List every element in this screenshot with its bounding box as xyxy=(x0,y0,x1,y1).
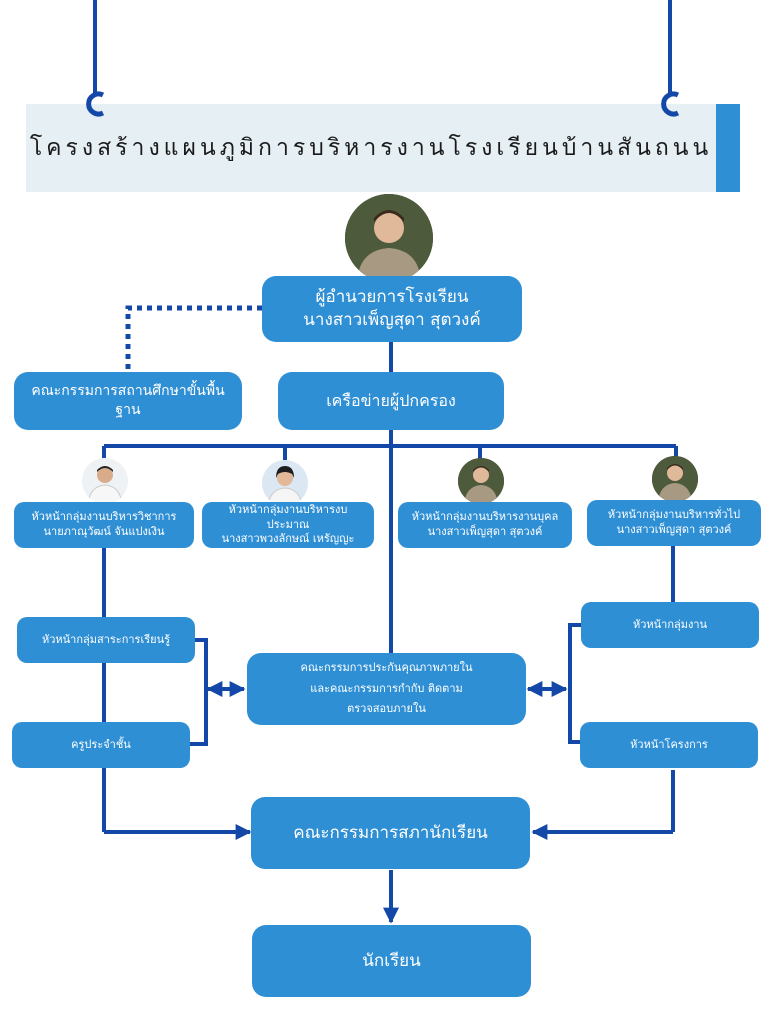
banner-hook-right-icon xyxy=(661,91,680,117)
project-head-box: หัวหน้าโครงการ xyxy=(580,722,758,768)
dotted-connector xyxy=(125,305,262,372)
parent-network-label: เครือข่ายผู้ปกครอง xyxy=(326,391,456,411)
budget-head-avatar xyxy=(262,460,308,506)
budget-head-name: นางสาวพวงลักษณ์ เหรัญญะ xyxy=(221,532,355,546)
left-bracket xyxy=(190,638,208,746)
budget-head-title: หัวหน้ากลุ่มงานบริหารงบประมาณ xyxy=(228,502,348,531)
personnel-head-title: หัวหน้ากลุ่มงานบริหารงานบุคล xyxy=(411,510,559,524)
title-banner-accent xyxy=(716,104,740,192)
personnel-head-name: นางสาวเพ็ญสุดา สุตวงค์ xyxy=(427,525,543,538)
students-label: นักเรียน xyxy=(362,950,421,971)
basic-committee-box: คณะกรรมการสถานศึกษาขั้นพื้นฐาน xyxy=(14,372,242,430)
right-bracket xyxy=(568,623,581,744)
project-head-label: หัวหน้าโครงการ xyxy=(630,737,708,751)
student-council-box: คณะกรรมการสภานักเรียน xyxy=(251,797,530,869)
budget-head-photo-icon xyxy=(262,460,308,506)
director-name: นางสาวเพ็ญสุดา สุตวงค์ xyxy=(303,310,481,330)
academic-head-box: หัวหน้ากลุ่มงานบริหารวิชาการ นายภาณุวัฒน… xyxy=(14,502,194,548)
personnel-head-photo-icon xyxy=(458,458,504,504)
student-council-label: คณะกรรมการสภานักเรียน xyxy=(293,822,488,843)
students-box: นักเรียน xyxy=(252,925,531,997)
work-group-head-box: หัวหน้ากลุ่มงาน xyxy=(581,602,759,648)
general-head-avatar xyxy=(652,456,698,502)
work-group-head-label: หัวหน้ากลุ่มงาน xyxy=(632,617,708,631)
budget-head-box: หัวหน้ากลุ่มงานบริหารงบประมาณ นางสาวพวงล… xyxy=(202,502,374,548)
personnel-head-box: หัวหน้ากลุ่มงานบริหารงานบุคล นางสาวเพ็ญส… xyxy=(398,502,572,548)
quality-assurance-box: คณะกรรมการประกันคุณภาพภายใน และคณะกรรมกา… xyxy=(247,653,526,725)
academic-head-name: นายภาณุวัฒน์ จันแปงเงิน xyxy=(43,525,165,538)
homeroom-teacher-label: ครูประจำชั้น xyxy=(71,737,131,751)
homeroom-teacher-box: ครูประจำชั้น xyxy=(12,722,190,768)
director-box: ผู้อำนวยการโรงเรียน นางสาวเพ็ญสุดา สุตวง… xyxy=(262,276,522,342)
director-avatar xyxy=(345,194,433,282)
general-head-photo-icon xyxy=(652,456,698,502)
academic-head-title: หัวหน้ากลุ่มงานบริหารวิชาการ xyxy=(31,510,177,524)
qa-line-1: คณะกรรมการประกันคุณภาพภายใน xyxy=(300,660,473,674)
basic-committee-label: คณะกรรมการสถานศึกษาขั้นพื้นฐาน xyxy=(31,383,225,418)
general-head-name: นางสาวเพ็ญสุดา สุตวงค์ xyxy=(616,523,732,536)
academic-head-photo-icon xyxy=(82,458,128,504)
learning-area-head-box: หัวหน้ากลุ่มสาระการเรียนรู้ xyxy=(17,617,195,663)
general-head-box: หัวหน้ากลุ่มงานบริหารทั่วไป นางสาวเพ็ญสุ… xyxy=(587,500,761,546)
general-head-title: หัวหน้ากลุ่มงานบริหารทั่วไป xyxy=(607,508,741,522)
academic-head-avatar xyxy=(82,458,128,504)
qa-line-3: ตรวจสอบภายใน xyxy=(347,702,426,716)
banner-hooks xyxy=(86,91,680,117)
title-banner xyxy=(26,104,740,192)
director-photo-icon xyxy=(345,194,433,282)
personnel-head-avatar xyxy=(458,458,504,504)
learning-area-head-label: หัวหน้ากลุ่มสาระการเรียนรู้ xyxy=(41,632,171,646)
banner-hook-left-icon xyxy=(86,91,105,117)
qa-line-2: และคณะกรรมการกำกับ ติดตาม xyxy=(310,681,463,695)
page-title: โครงสร้างแผนภูมิการบริหารงานโรงเรียนบ้าน… xyxy=(29,135,713,161)
parent-network-box: เครือข่ายผู้ปกครอง xyxy=(278,372,504,430)
director-title: ผู้อำนวยการโรงเรียน xyxy=(315,287,469,308)
